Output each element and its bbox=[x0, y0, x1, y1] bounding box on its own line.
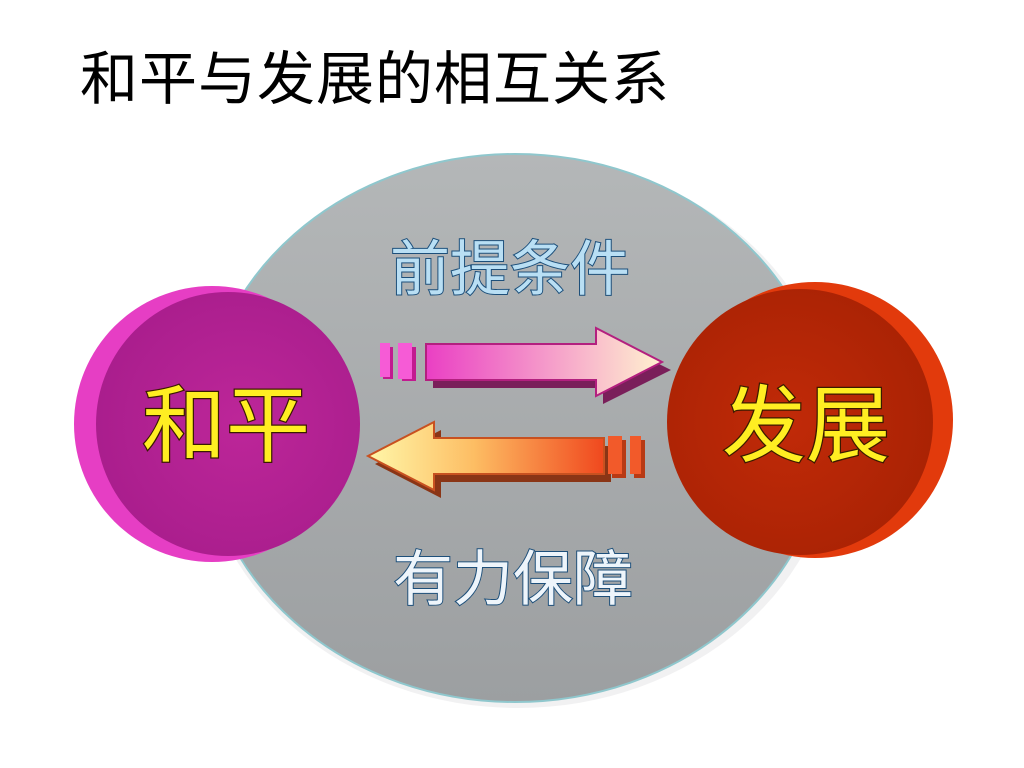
left-node-label: 和平 bbox=[142, 377, 310, 475]
bottom-relation-label: 有力保障 bbox=[393, 545, 633, 615]
slide-title: 和平与发展的相互关系 bbox=[80, 45, 671, 113]
left-node-circle bbox=[96, 292, 360, 556]
top-arrow bbox=[380, 326, 671, 404]
bottom-arrow bbox=[365, 420, 645, 498]
top-relation-label: 前提条件 bbox=[390, 235, 630, 305]
right-node-label: 发展 bbox=[722, 377, 890, 475]
right-node-circle bbox=[667, 289, 933, 555]
